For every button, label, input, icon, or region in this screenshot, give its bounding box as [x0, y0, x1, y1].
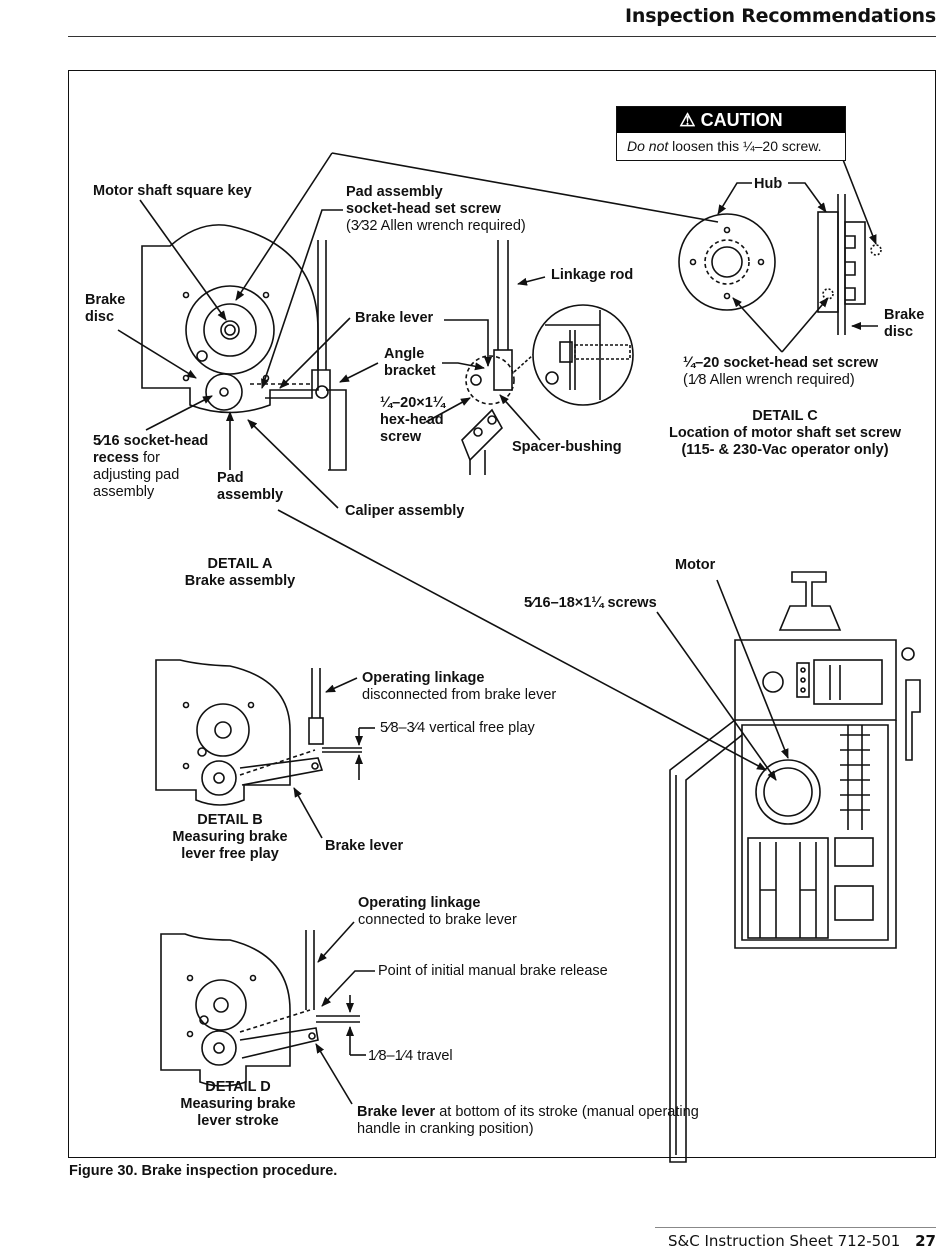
- label-lever-d-rest1: at bottom of its stroke (manual operatin…: [435, 1104, 699, 1120]
- label-linkage-rod: Linkage rod: [551, 267, 634, 283]
- label-brake-disc-a: Brake disc: [85, 292, 125, 326]
- caution-text: loosen this ¼–20 screw.: [668, 138, 822, 154]
- label-brake-disc-a-line1: Brake: [85, 292, 126, 308]
- detail-a-subtitle: Brake assembly: [184, 573, 296, 589]
- label-brake-lever-d: Brake lever at bottom of its stroke (man…: [357, 1104, 699, 1138]
- caution-header: ⚠ CAUTION: [617, 107, 845, 133]
- label-hub: Hub: [754, 176, 783, 192]
- label-linkage-b-line1: Operating linkage: [362, 670, 485, 686]
- detail-a-brake-drawing: [141, 224, 347, 471]
- detail-b-subtitle-1: Measuring brake: [172, 829, 288, 845]
- detail-d-subtitle-1: Measuring brake: [180, 1096, 296, 1112]
- label-release-point: Point of initial manual brake release: [378, 963, 608, 979]
- label-socket-head-recess: 5⁄16 socket-head recess for adjusting pa…: [93, 433, 208, 501]
- label-brake-lever-b: Brake lever: [325, 838, 404, 854]
- detail-a-title: DETAIL A: [207, 556, 273, 572]
- label-angle-bracket: Angle bracket: [384, 346, 436, 380]
- header-rule: [68, 36, 936, 37]
- label-set-screw-line2: (1⁄8 Allen wrench required): [683, 372, 855, 388]
- detail-c-caption: DETAIL C Location of motor shaft set scr…: [660, 408, 910, 459]
- label-lever-d-bold: Brake lever: [357, 1104, 436, 1120]
- label-pad-setscrew-line3: (3⁄32 Allen wrench required): [346, 218, 526, 234]
- detail-c-subtitle-2: (115- & 230-Vac operator only): [681, 442, 889, 458]
- label-travel: 1⁄8–1⁄4 travel: [368, 1048, 453, 1064]
- caution-title: CAUTION: [700, 110, 783, 130]
- figure-caption: Figure 30. Brake inspection procedure.: [69, 1163, 338, 1179]
- leader-lines: [117, 151, 878, 1105]
- detail-d-brake-drawing: [160, 930, 360, 1087]
- detail-b-brake-drawing: [155, 659, 362, 806]
- label-spacer-bushing: Spacer-bushing: [512, 439, 622, 455]
- label-pad-setscrew-line1: Pad assembly: [346, 184, 443, 200]
- label-hex-screw-line1: ¼–20×1¼: [380, 395, 445, 411]
- detail-b-title: DETAIL B: [197, 812, 263, 828]
- label-linkage-d-line1: Operating linkage: [358, 895, 481, 911]
- label-pad-assembly-line2: assembly: [217, 487, 284, 503]
- label-brake-disc-c-line1: Brake: [884, 307, 925, 323]
- label-linkage-b-line2: disconnected from brake lever: [362, 687, 557, 703]
- label-hex-screw-line3: screw: [380, 429, 422, 445]
- section-title: Inspection Recommendations: [625, 5, 936, 27]
- footer-document-title: S&C Instruction Sheet 712-501: [668, 1232, 901, 1250]
- detail-d-subtitle-2: lever stroke: [197, 1113, 279, 1129]
- detail-b-caption: DETAIL B Measuring brake lever free play: [160, 812, 300, 863]
- label-linkage-d-line2: connected to brake lever: [358, 912, 517, 928]
- label-angle-bracket-line2: bracket: [384, 363, 436, 379]
- label-brake-disc-a-line2: disc: [85, 309, 115, 325]
- label-set-screw-line1: ¼–20 socket-head set screw: [683, 355, 879, 371]
- label-hex-screw-line2: hex-head: [380, 412, 444, 428]
- label-lever-d-rest2: handle in cranking position): [357, 1121, 534, 1137]
- label-hex-head-screw: ¼–20×1¼ hex-head screw: [380, 395, 445, 446]
- label-operating-linkage-d: Operating linkage connected to brake lev…: [358, 895, 517, 929]
- label-pad-assembly-line1: Pad: [217, 470, 244, 486]
- label-brake-disc-c: Brake disc: [884, 307, 924, 341]
- label-motor-screws: 5⁄16–18×1¼ screws: [524, 595, 657, 611]
- label-brake-lever-a: Brake lever: [355, 310, 434, 326]
- detail-c-title: DETAIL C: [752, 408, 818, 424]
- label-caliper-assembly: Caliper assembly: [345, 503, 465, 519]
- angle-bracket-closeup: [461, 240, 634, 475]
- detail-b-subtitle-2: lever free play: [181, 846, 279, 862]
- label-operating-linkage-b: Operating linkage disconnected from brak…: [362, 670, 556, 704]
- operator-cabinet-drawing: [669, 571, 921, 1163]
- label-recess-line4: assembly: [93, 484, 155, 500]
- detail-a-caption: DETAIL A Brake assembly: [170, 556, 310, 590]
- label-motor: Motor: [675, 557, 716, 573]
- detail-c-hub-drawing: [678, 194, 882, 335]
- label-vertical-free-play: 5⁄8–3⁄4 vertical free play: [380, 720, 535, 736]
- label-recess-line2-bold: recess: [93, 450, 139, 466]
- caution-notice: ⚠ CAUTION Do not loosen this ¼–20 screw.: [616, 106, 846, 161]
- caution-message: Do not loosen this ¼–20 screw.: [617, 133, 845, 160]
- label-pad-setscrew: Pad assembly socket-head set screw (3⁄32…: [346, 184, 526, 235]
- label-recess-line2-rest: for: [138, 450, 160, 466]
- detail-d-caption: DETAIL D Measuring brake lever stroke: [168, 1079, 308, 1130]
- page-number: 27: [915, 1232, 936, 1250]
- label-socket-head-set-screw: ¼–20 socket-head set screw (1⁄8 Allen wr…: [683, 355, 878, 389]
- footer-rule: [655, 1227, 936, 1228]
- label-pad-setscrew-line2: socket-head set screw: [346, 201, 501, 217]
- caution-emphasis: Do not: [627, 138, 669, 154]
- detail-c-subtitle-1: Location of motor shaft set screw: [668, 425, 902, 441]
- detail-d-title: DETAIL D: [205, 1079, 271, 1095]
- label-motor-shaft-key: Motor shaft square key: [93, 183, 252, 199]
- label-recess-line3: adjusting pad: [93, 467, 180, 483]
- label-pad-assembly: Pad assembly: [217, 470, 283, 504]
- label-brake-disc-c-line2: disc: [884, 324, 914, 340]
- figure-frame: [68, 70, 936, 1158]
- label-angle-bracket-line1: Angle: [384, 346, 425, 362]
- warning-triangle-icon: ⚠: [679, 110, 696, 130]
- label-recess-line1: 5⁄16 socket-head: [93, 433, 209, 449]
